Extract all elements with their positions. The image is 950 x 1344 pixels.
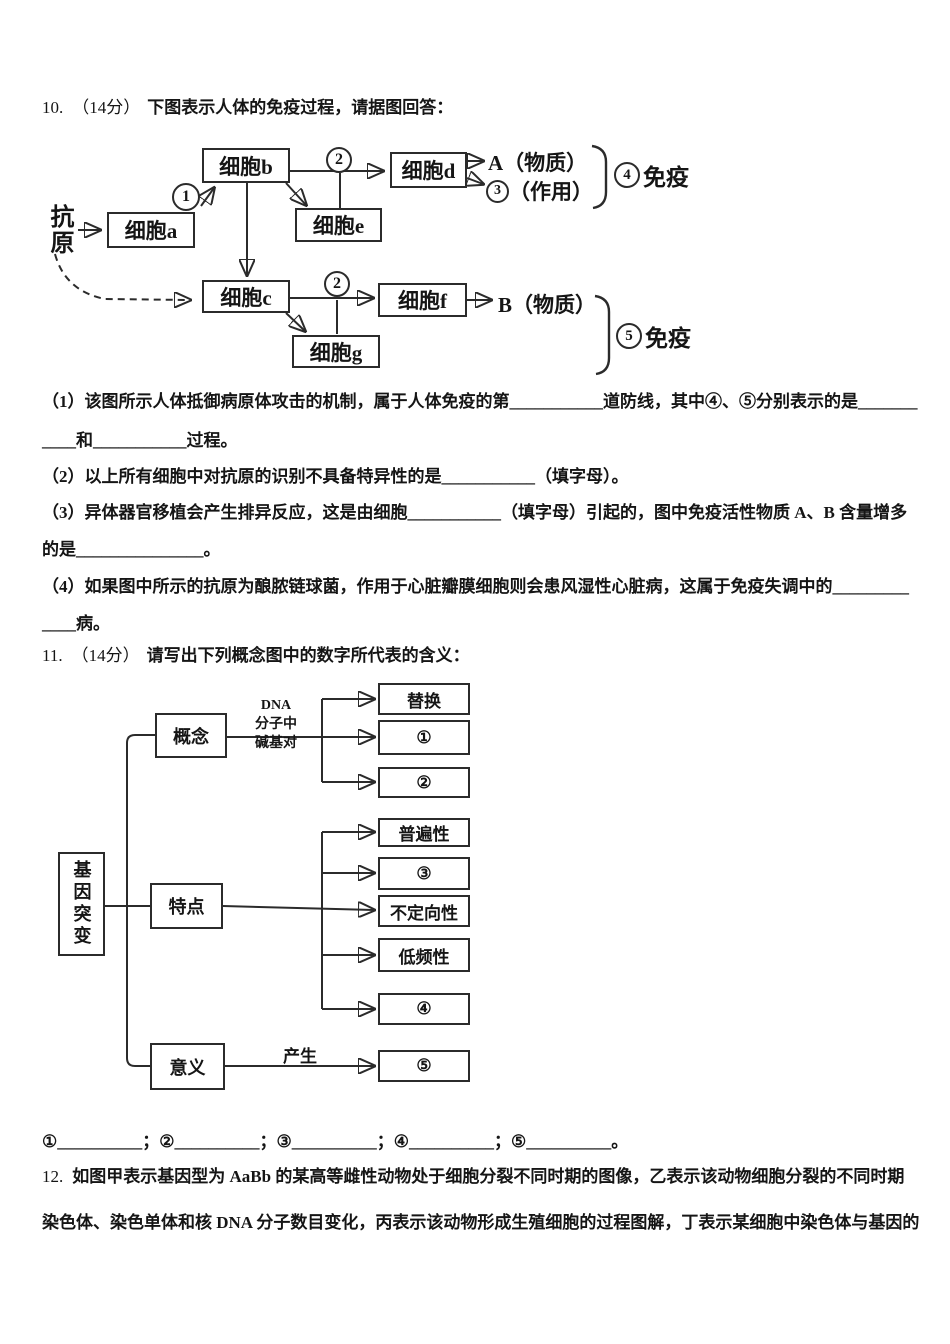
- q10-part3-line1: （3）异体器官移植会产生排异反应，这是由细胞___________（填字母）引起…: [42, 503, 908, 522]
- step3-circle: 3: [486, 179, 509, 203]
- immunity5-text: 免疫: [645, 326, 691, 351]
- meaning-edge-label: 产生: [283, 1047, 317, 1066]
- feature-leaf-nondirectional: 不定向性: [378, 895, 470, 927]
- q10-part1-line1: （1）该图所示人体抵御病原体攻击的机制，属于人体免疫的第___________道…: [42, 392, 918, 411]
- arrow-step1-to-cell-b: [201, 188, 214, 207]
- cell-b-box: 细胞b: [202, 148, 290, 183]
- step2-circle-bottom: 2: [324, 271, 350, 297]
- q11-heading: 11. （14分） 请写出下列概念图中的数字所代表的含义：: [42, 645, 937, 667]
- immunity4-text: 免疫: [643, 165, 689, 190]
- feature-leaf-blank4: ④: [378, 993, 470, 1025]
- cell-a-box: 细胞a: [107, 212, 195, 248]
- step4-circle: 4: [614, 162, 640, 188]
- q12-line1: 12. 如图甲表示基因型为 AaBb 的某高等雌性动物处于细胞分裂不同时期的图像，…: [42, 1166, 937, 1188]
- feature-leaf-lowfrequency: 低频性: [378, 938, 470, 972]
- q11-answer-line: ①__________；②__________；③__________；④___…: [42, 1132, 629, 1151]
- root-box: 基因突变: [58, 852, 105, 956]
- effect-text: （作用）: [509, 180, 593, 204]
- concept-box: 概念: [155, 713, 227, 758]
- q10-number: 10.: [42, 98, 64, 117]
- concept-edge-label: DNA 分子中 碱基对: [238, 696, 314, 753]
- b-substance-label: B（物质）: [498, 293, 597, 317]
- meaning-leaf-blank5: ⑤: [378, 1050, 470, 1082]
- feature-leaf-blank3: ③: [378, 857, 470, 890]
- cell-g-box: 细胞g: [292, 335, 380, 368]
- q10-heading: 10. （14分） 下图表示人体的免疫过程，请据图回答：: [42, 97, 937, 119]
- cell-c-box: 细胞c: [202, 280, 290, 313]
- antigen-label: 抗原: [46, 204, 72, 256]
- arrow-feature-to-leaf3: [222, 906, 374, 910]
- q11-score: （14分）: [71, 646, 140, 665]
- q10-part2: （2）以上所有细胞中对抗原的识别不具备特异性的是___________（填字母）…: [42, 467, 629, 486]
- q12-line2: 染色体、染色单体和核 DNA 分子数目变化，丙表示该动物形成生殖细胞的过程图解，…: [42, 1213, 920, 1232]
- concept-leaf-blank1: ①: [378, 720, 470, 755]
- step5-circle: 5: [616, 323, 642, 349]
- arrow-cell-c-to-cell-g: [285, 312, 305, 331]
- q10-part3-line2: 的是_______________。: [42, 540, 221, 559]
- bracket-immunity-5: [594, 294, 611, 376]
- concept-leaf-substitution: 替换: [378, 683, 470, 715]
- step2-circle-top: 2: [326, 147, 352, 173]
- effect-label: 3（作用）: [486, 176, 593, 206]
- q10-part4-line1: （4）如果图中所示的抗原为酿脓链球菌，作用于心脏瓣膜细胞则会患风湿性心脏病，这属…: [42, 577, 909, 596]
- q11-title: 请写出下列概念图中的数字所代表的含义：: [146, 646, 470, 665]
- q11-number: 11.: [42, 646, 63, 665]
- cell-f-box: 细胞f: [378, 283, 467, 317]
- feature-box: 特点: [150, 883, 223, 929]
- step1-circle: 1: [172, 183, 200, 211]
- cell-e-box: 细胞e: [295, 208, 382, 242]
- feature-leaf-universality: 普遍性: [378, 818, 470, 847]
- q10-title: 下图表示人体的免疫过程，请据图回答：: [147, 98, 454, 117]
- concept-leaf-blank2: ②: [378, 767, 470, 798]
- brace-root: [126, 734, 155, 1067]
- gene-mutation-concept-map: 基因突变 概念 特点 意义 DNA 分子中 碱基对 产生 替换 ① ② 普遍性 …: [0, 672, 950, 1120]
- dashed-arrow-antigen-to-cell-c: [54, 253, 190, 300]
- arrow-cell-b-to-cell-e: [285, 182, 306, 205]
- q10-part1-line2: ____和___________过程。: [42, 431, 238, 450]
- q12-number: 12.: [42, 1167, 64, 1186]
- bracket-immunity-4: [591, 144, 608, 210]
- q12-line1-text: 如图甲表示基因型为 AaBb 的某高等雌性动物处于细胞分裂不同时期的图像，乙表示…: [72, 1167, 905, 1186]
- immune-diagram-arrows: [54, 144, 611, 376]
- concept-edge-line3: 碱基对: [255, 736, 297, 751]
- concept-edge-line2: 分子中: [255, 717, 297, 732]
- immune-process-diagram: 抗原 细胞a 细胞b 细胞d 细胞e 细胞c 细胞f 细胞g 1 2 2 A（物…: [0, 142, 950, 382]
- cell-d-box: 细胞d: [390, 152, 467, 188]
- q10-score: （14分）: [72, 98, 141, 117]
- meaning-box: 意义: [150, 1043, 225, 1090]
- root-label: 基因突变: [71, 860, 92, 948]
- concept-edge-line1: DNA: [260, 698, 292, 713]
- q10-part4-line2: ____病。: [42, 614, 110, 633]
- concept-map-lines: [105, 672, 950, 1120]
- arrow-cell-d-to-effect: [467, 178, 483, 184]
- a-substance-label: A（物质）: [488, 151, 588, 175]
